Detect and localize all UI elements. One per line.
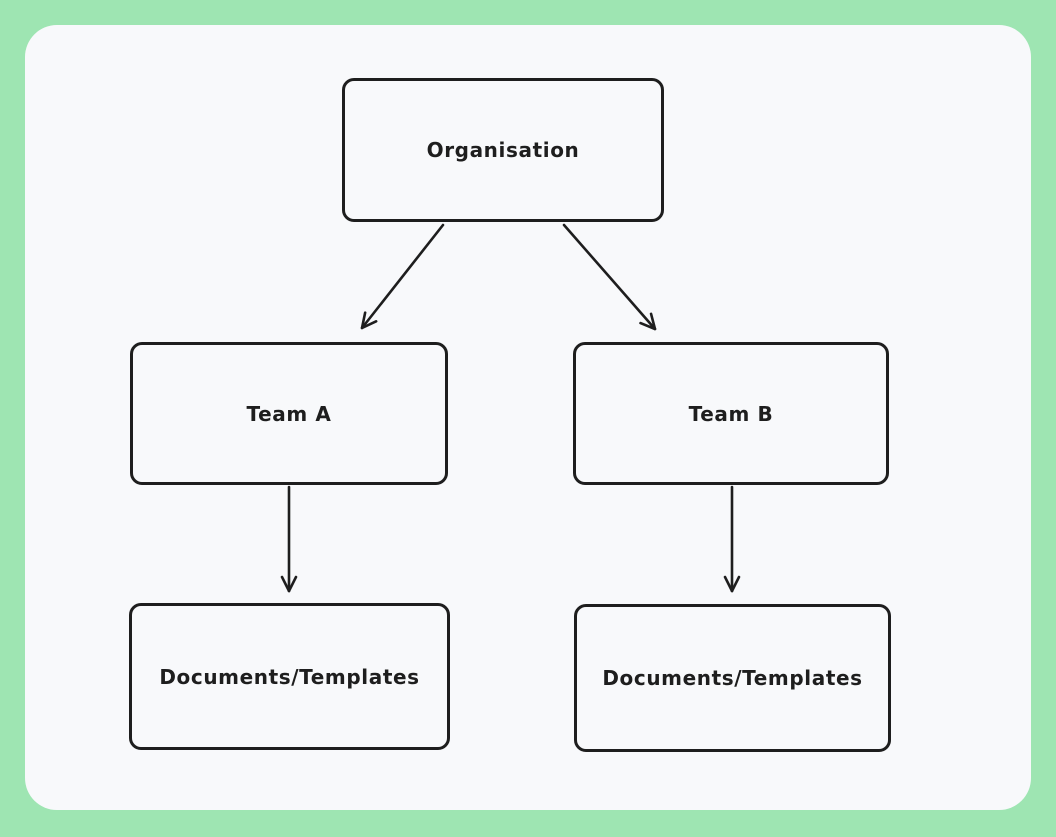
node-team-b-label: Team B bbox=[688, 401, 774, 426]
diagram-canvas bbox=[25, 25, 1031, 810]
node-team-a: Team A bbox=[130, 342, 448, 485]
node-team-b: Team B bbox=[573, 342, 889, 485]
node-documents-templates-b-label: Documents/Templates bbox=[602, 666, 863, 690]
node-documents-templates-b: Documents/Templates bbox=[574, 604, 891, 752]
node-documents-templates-a-label: Documents/Templates bbox=[159, 664, 420, 689]
node-team-a-label: Team A bbox=[246, 401, 332, 426]
node-organisation-label: Organisation bbox=[426, 138, 580, 162]
node-documents-templates-a: Documents/Templates bbox=[129, 603, 450, 750]
node-organisation: Organisation bbox=[342, 78, 664, 222]
